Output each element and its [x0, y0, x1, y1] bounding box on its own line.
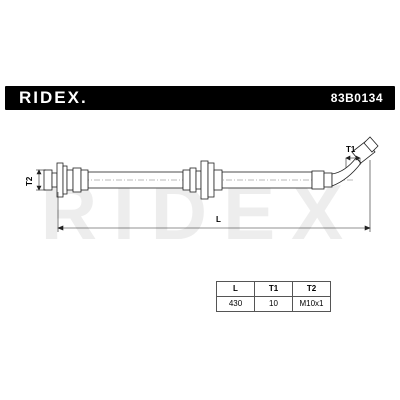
t2-label: T2 — [25, 176, 34, 186]
spec-table-header-row: L T1 T2 — [216, 281, 331, 297]
spec-value-t2: M10x1 — [292, 296, 331, 312]
brand-header-bar: RIDEX. 83B0134 — [5, 86, 395, 110]
t1-label: T1 — [346, 145, 356, 154]
spec-header-l: L — [216, 281, 255, 297]
mounting-bracket — [182, 160, 223, 200]
spec-header-t1: T1 — [254, 281, 293, 297]
left-fitting — [43, 162, 89, 198]
right-fitting — [311, 136, 379, 190]
spec-table-row: 430 10 M10x1 — [216, 296, 331, 312]
l-dimension-line — [57, 160, 371, 232]
t2-dimension-line — [36, 169, 46, 191]
spec-header-t2: T2 — [292, 281, 331, 297]
brand-logo: RIDEX. — [19, 88, 88, 107]
l-label: L — [216, 215, 221, 224]
part-number: 83B0134 — [330, 91, 383, 105]
t1-dimension-line — [345, 155, 361, 168]
spec-value-l: 430 — [216, 296, 255, 312]
spec-value-t1: 10 — [254, 296, 293, 312]
spec-table: L T1 T2 430 10 M10x1 — [216, 281, 331, 312]
